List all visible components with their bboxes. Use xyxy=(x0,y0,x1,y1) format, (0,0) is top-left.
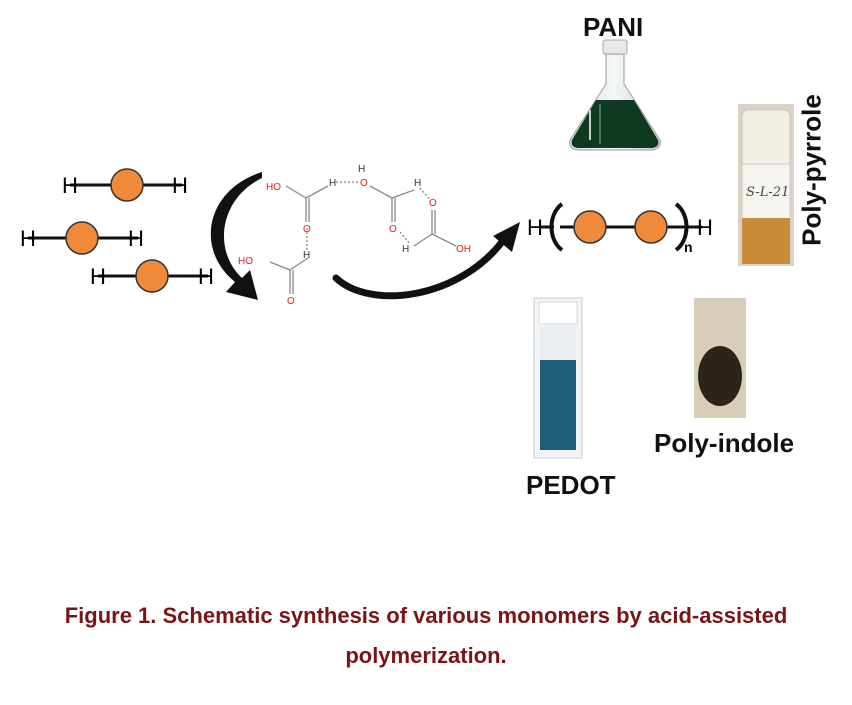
monomer-2-ball xyxy=(65,221,99,255)
monomer-3-ball xyxy=(135,259,169,293)
curved-arrow-2 xyxy=(332,234,509,300)
figure-caption: Figure 1. Schematic synthesis of various… xyxy=(0,596,852,676)
monomer-2-h-left: H xyxy=(20,226,36,251)
monomer-1: H H xyxy=(62,168,188,202)
polypyrrole-vial-photo: S-L-21 xyxy=(738,104,794,266)
polymer-ball-2 xyxy=(634,210,668,244)
chem-oh-1: OH xyxy=(456,244,471,255)
pani-solution xyxy=(571,100,659,148)
pedot-solution xyxy=(540,360,576,450)
polypyrrole-solution xyxy=(742,218,790,264)
acid-labels: HO O H HO O H H O O H O H OH xyxy=(238,164,471,307)
chem-h-3: H xyxy=(358,164,365,175)
pani-flask-photo xyxy=(569,39,661,151)
curved-arrow-1 xyxy=(210,172,262,300)
chem-h-1: H xyxy=(329,178,336,189)
label-poly-indole: Poly-indole xyxy=(654,428,795,458)
polyindole-solution xyxy=(698,346,742,406)
monomer-3-h-left: H xyxy=(90,264,106,289)
monomer-3: H H xyxy=(90,259,214,293)
monomer-1-ball xyxy=(110,168,144,202)
polymer-unit: H n H xyxy=(527,202,713,255)
polymer-h-left: H xyxy=(527,215,543,240)
monomer-2: H H xyxy=(20,221,144,255)
chem-o-2: O xyxy=(287,296,295,307)
chem-o-3: O xyxy=(360,178,368,189)
vial-writing: S-L-21 xyxy=(746,185,789,200)
polymer-ball-1 xyxy=(573,210,607,244)
acid-cluster xyxy=(269,181,457,294)
polymer-subscript: n xyxy=(684,239,693,255)
pedot-cuvette-photo xyxy=(533,297,583,459)
label-pani: PANI xyxy=(583,12,644,42)
polymer-bracket-left xyxy=(549,202,564,252)
monomer-1-h-left: H xyxy=(62,173,78,198)
monomer-3-h-right: H xyxy=(198,264,214,289)
chem-h-2: H xyxy=(303,250,310,261)
chem-ho-1: HO xyxy=(266,182,281,193)
polymer-h-right: H xyxy=(697,215,713,240)
chem-o-5: O xyxy=(429,198,437,209)
chem-ho-2: HO xyxy=(238,256,253,267)
chem-o-4: O xyxy=(389,224,397,235)
caption-line-1: Figure 1. Schematic synthesis of various… xyxy=(64,603,788,628)
label-pedot: PEDOT xyxy=(526,470,616,500)
monomer-1-h-right: H xyxy=(172,173,188,198)
label-poly-pyrrole: Poly-pyrrole xyxy=(796,94,827,246)
caption-line-2: polymerization. xyxy=(345,643,507,668)
chem-o-1: O xyxy=(303,224,311,235)
polyindole-tube-photo xyxy=(694,298,746,418)
chem-h-5: H xyxy=(402,244,409,255)
monomer-2-h-right: H xyxy=(128,226,144,251)
chem-h-4: H xyxy=(414,178,421,189)
curved-arrow-2-head xyxy=(493,222,520,252)
